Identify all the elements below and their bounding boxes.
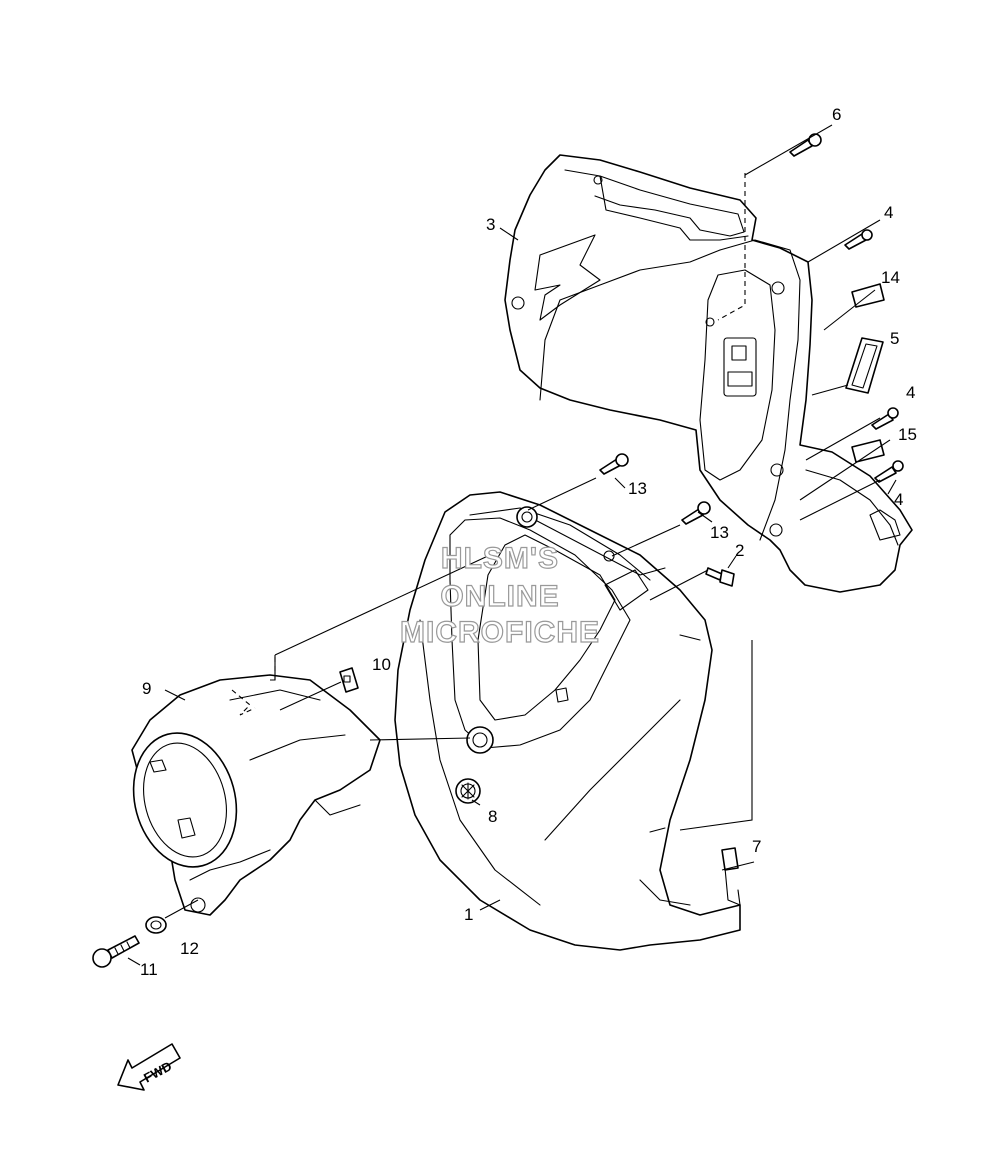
part-9-headlight-cover[interactable] — [119, 674, 381, 916]
part-15-pad[interactable] — [851, 439, 885, 463]
fwd-arrow-icon: FWD — [117, 1043, 181, 1091]
callout-4c[interactable]: 4 — [894, 490, 903, 509]
callout-1[interactable]: 1 — [464, 905, 473, 924]
part-5-damper[interactable] — [845, 337, 884, 394]
part-11-bolt[interactable] — [92, 935, 140, 968]
callout-10[interactable]: 10 — [372, 655, 391, 674]
part-1-front-leg-shield[interactable] — [394, 491, 741, 951]
callout-6[interactable]: 6 — [832, 105, 841, 124]
part-7-nut-clip[interactable] — [721, 847, 741, 906]
callout-13b[interactable]: 13 — [710, 523, 729, 542]
part-10-nut-clip[interactable] — [339, 667, 359, 693]
callouts: 6 4 14 3 5 4 15 4 13 13 2 10 9 8 7 1 12 … — [140, 105, 917, 979]
callout-7[interactable]: 7 — [752, 837, 761, 856]
part-3-leg-shield-inner[interactable] — [504, 154, 913, 593]
part-4-screw-c[interactable] — [874, 460, 904, 483]
callout-4b[interactable]: 4 — [906, 383, 915, 402]
callout-15[interactable]: 15 — [898, 425, 917, 444]
part-13-screw-b[interactable] — [681, 501, 711, 525]
callout-4a[interactable]: 4 — [884, 203, 893, 222]
callout-12[interactable]: 12 — [180, 939, 199, 958]
callout-14[interactable]: 14 — [881, 268, 900, 287]
part-13-screw-a[interactable] — [599, 453, 629, 475]
part-4-screw-a[interactable] — [844, 229, 873, 250]
callout-3[interactable]: 3 — [486, 215, 495, 234]
callout-8[interactable]: 8 — [488, 807, 497, 826]
part-2-bolt[interactable] — [705, 567, 735, 587]
watermark-line-2: ONLINE — [440, 580, 559, 613]
part-6-screw[interactable] — [789, 133, 822, 157]
part-8-emblem[interactable] — [455, 778, 481, 804]
watermark: HLSM'S ONLINE MICROFICHE — [399, 541, 600, 649]
watermark-line-3: MICROFICHE — [400, 616, 600, 649]
watermark-line-1: HLSM'S — [441, 542, 559, 575]
callout-5[interactable]: 5 — [890, 329, 899, 348]
callout-2[interactable]: 2 — [735, 541, 744, 560]
part-12-collar[interactable] — [145, 916, 167, 934]
callout-13a[interactable]: 13 — [628, 479, 647, 498]
callout-11[interactable]: 11 — [140, 960, 158, 979]
part-4-screw-b[interactable] — [871, 407, 899, 430]
callout-9[interactable]: 9 — [142, 679, 151, 698]
